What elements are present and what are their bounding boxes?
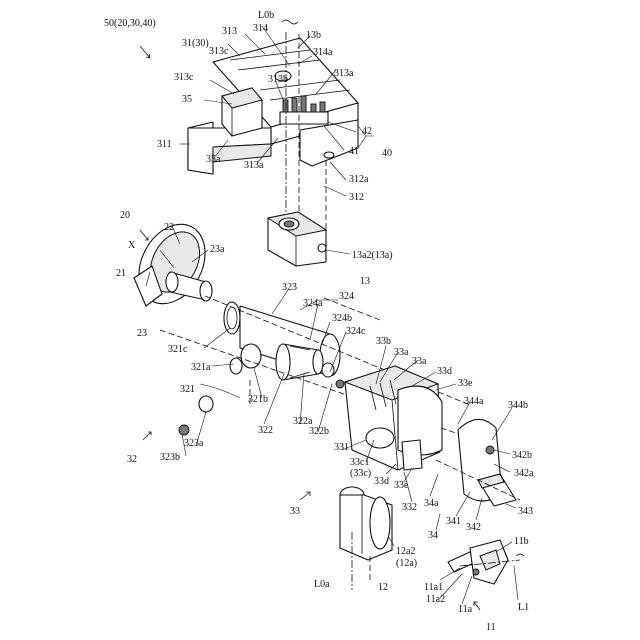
- arrow-33: [300, 492, 310, 500]
- label-11a2: 11a2: [426, 594, 445, 605]
- label-314a: 314a: [313, 47, 333, 58]
- label-20: 20: [120, 210, 130, 221]
- label-324: 324: [339, 291, 354, 302]
- arrow-32: [143, 432, 151, 440]
- label-33b: 33b: [376, 336, 391, 347]
- label-12: 12: [378, 582, 388, 593]
- label-33d-top: 33d: [437, 366, 452, 377]
- label-322: 322: [258, 425, 273, 436]
- label-33: 33: [290, 506, 300, 517]
- label-342: 342: [466, 522, 481, 533]
- label-313a-top: 313a: [334, 68, 354, 79]
- label-33e-bot: 33e: [394, 480, 409, 491]
- label-11: 11: [486, 622, 496, 633]
- label-31: 31(30): [182, 38, 209, 49]
- label-40: 40: [382, 148, 392, 159]
- label-313a-bot: 313a: [244, 160, 264, 171]
- label-35: 35: [182, 94, 192, 105]
- label-L0b: L0b: [258, 10, 274, 21]
- label-33a-2: 33a: [412, 356, 427, 367]
- label-34a: 34a: [424, 498, 439, 509]
- label-321c: 321c: [168, 344, 188, 355]
- housing-33: [345, 366, 442, 470]
- label-50: 50(20,30,40): [104, 18, 156, 29]
- arrow-50: [140, 46, 150, 58]
- label-332: 332: [402, 502, 417, 513]
- label-35a: 35a: [206, 154, 221, 165]
- label-33c1: 33c1: [350, 457, 369, 468]
- label-311: 311: [157, 139, 172, 150]
- label-344b: 344b: [508, 400, 528, 411]
- label-323b: 323b: [160, 452, 180, 463]
- label-L1: L1: [518, 602, 529, 613]
- label-42: 42: [362, 126, 372, 137]
- label-23a: 23a: [210, 244, 225, 255]
- label-11b: 11b: [514, 536, 529, 547]
- label-314: 314: [253, 23, 268, 34]
- label-324c: 324c: [346, 326, 366, 337]
- label-313b: 313b: [268, 74, 288, 85]
- label-X: X: [128, 240, 136, 251]
- label-12a2: 12a2: [396, 546, 415, 557]
- motor-12: [340, 487, 392, 590]
- label-313c-left: 313c: [174, 72, 194, 83]
- label-312a: 312a: [349, 174, 369, 185]
- label-324b: 324b: [332, 313, 352, 324]
- label-22: 22: [164, 222, 174, 233]
- label-11a: 11a: [458, 604, 473, 615]
- label-342a: 342a: [514, 468, 534, 479]
- arrow-20: [140, 230, 148, 240]
- label-13b: 13b: [306, 30, 321, 41]
- label-32: 32: [127, 454, 137, 465]
- label-23: 23: [137, 328, 147, 339]
- label-321: 321: [180, 384, 195, 395]
- label-L0a: L0a: [314, 579, 330, 590]
- label-322b: 322b: [309, 426, 329, 437]
- label-321a: 321a: [191, 362, 211, 373]
- label-324a: 324a: [303, 298, 323, 309]
- label-313: 313: [222, 26, 237, 37]
- label-11a1: 11a1: [424, 582, 443, 593]
- label-12a: (12a): [396, 558, 417, 569]
- label-33d-bot: 33d: [374, 476, 389, 487]
- label-323: 323: [282, 282, 297, 293]
- break-mark: [282, 20, 298, 24]
- label-21: 21: [116, 268, 126, 279]
- label-342b: 342b: [512, 450, 532, 461]
- label-13a2: 13a2(13a): [352, 250, 393, 261]
- label-313c-top: 313c: [209, 46, 229, 57]
- label-344a: 344a: [464, 396, 484, 407]
- label-343: 343: [518, 506, 533, 517]
- label-33c: (33c): [350, 468, 371, 479]
- label-13: 13: [360, 276, 370, 287]
- label-341: 341: [446, 516, 461, 527]
- label-312: 312: [349, 192, 364, 203]
- block-13: [268, 212, 326, 266]
- label-41: 41: [349, 146, 359, 157]
- arrow-11: [474, 602, 480, 610]
- label-33a-1: 33a: [394, 347, 409, 358]
- label-34: 34: [428, 530, 438, 541]
- label-323a: 323a: [184, 438, 204, 449]
- part-11: [448, 540, 524, 584]
- plate-34: [436, 419, 520, 506]
- label-321b: 321b: [248, 394, 268, 405]
- label-33e-top: 33e: [458, 378, 473, 389]
- label-331: 331: [334, 442, 349, 453]
